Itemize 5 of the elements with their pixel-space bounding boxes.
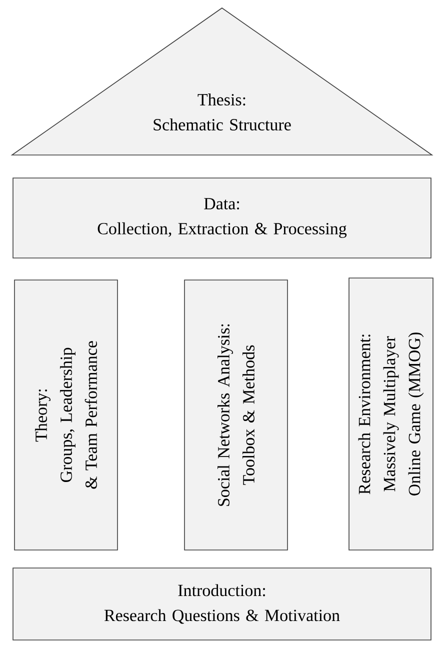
- layer-box: Data: Collection, Extraction & Processing: [12, 178, 432, 258]
- pillar-box: Research Environment: Massively Multiplayer Online Game (MMOG): [348, 278, 434, 550]
- layer-box: Introduction: Research Questions & Motivation: [12, 568, 432, 640]
- pillar-box: Theory: Groups, Leadership & Team Performance: [14, 280, 118, 550]
- pillar-box: Social Networks Analysis: Toolbox & Methods: [184, 280, 288, 550]
